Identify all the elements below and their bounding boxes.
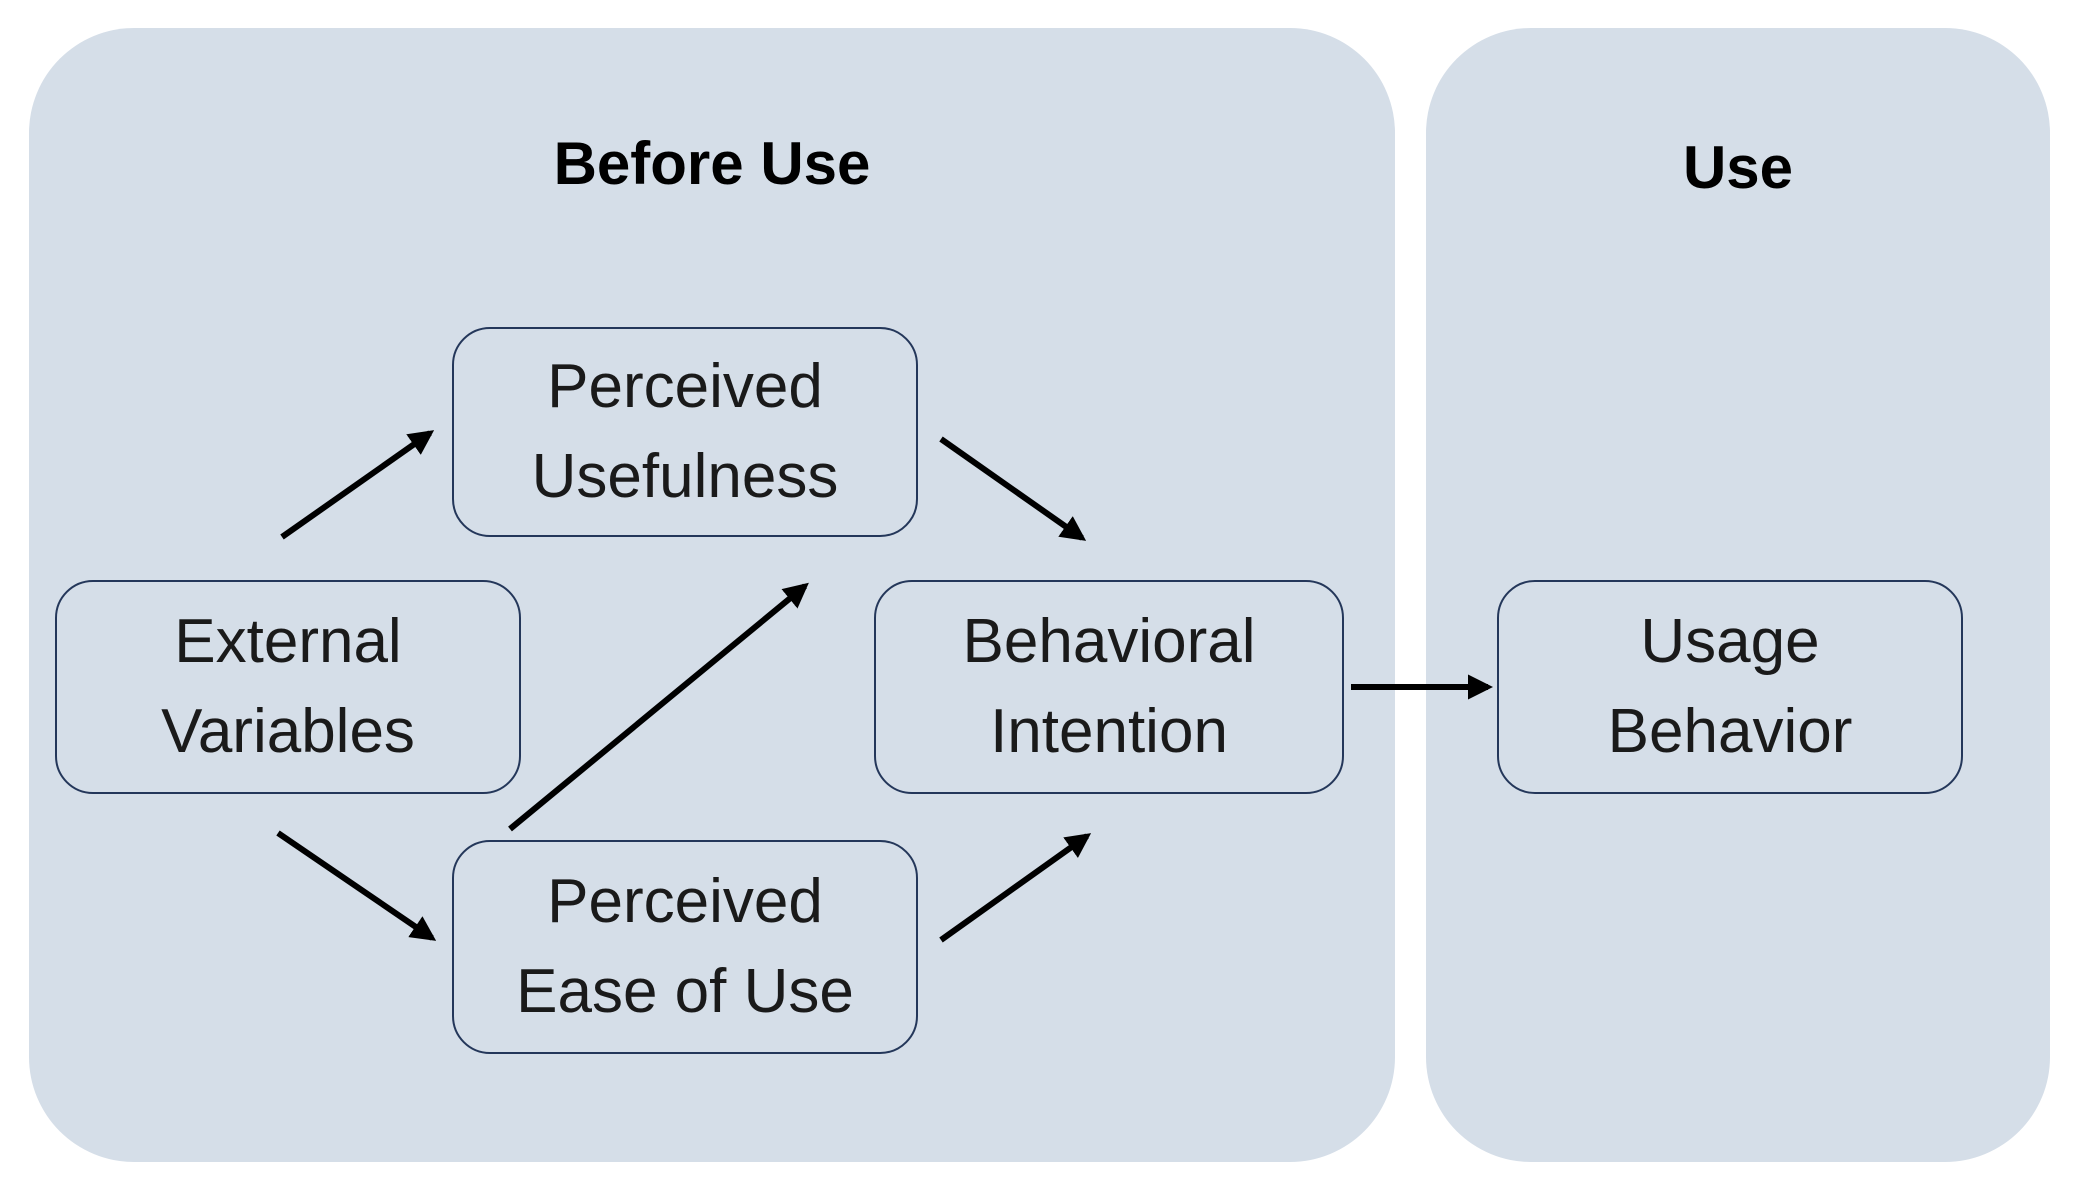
external-variables-label-line1: External (174, 607, 402, 676)
perceived-ease-of-use-node: Perceived Ease of Use (452, 840, 918, 1054)
behavioral-intention-label-line1: Behavioral (962, 607, 1256, 676)
use-title: Use (1682, 134, 1794, 201)
perceived-usefulness-label-line2: Usefulness (531, 442, 839, 511)
perceived-usefulness-label-line1: Perceived (547, 352, 823, 421)
behavioral-intention-label-line2: Intention (990, 697, 1228, 766)
perceived-ease-of-use-label-line1: Perceived (547, 867, 823, 936)
usage-behavior-node: Usage Behavior (1497, 580, 1963, 794)
perceived-ease-of-use-label-line2: Ease of Use (516, 957, 854, 1026)
before-use-title: Before Use (553, 130, 871, 197)
external-variables-label-line2: Variables (161, 697, 415, 766)
external-variables-node: External Variables (55, 580, 521, 794)
usage-behavior-label-line2: Behavior (1607, 697, 1853, 766)
perceived-usefulness-node: Perceived Usefulness (452, 327, 918, 537)
behavioral-intention-node: Behavioral Intention (874, 580, 1344, 794)
usage-behavior-label-line1: Usage (1640, 607, 1820, 676)
